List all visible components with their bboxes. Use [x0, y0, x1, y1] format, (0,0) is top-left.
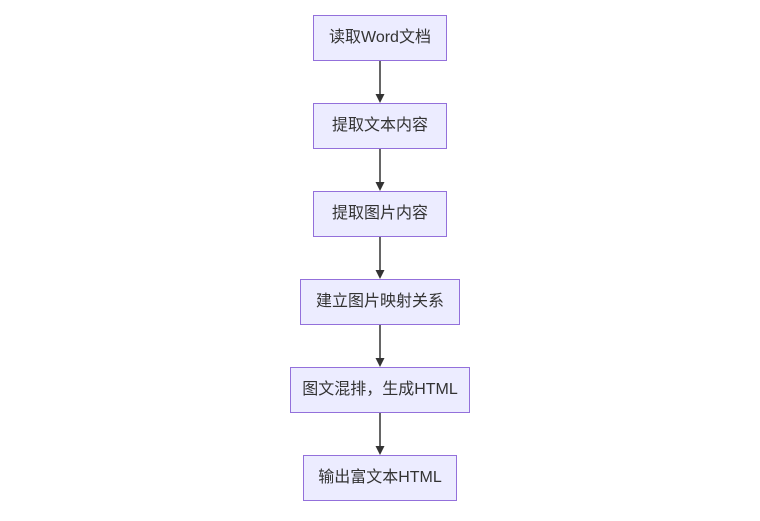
flow-arrow-3: [375, 237, 385, 279]
node-label: 输出富文本HTML: [318, 469, 442, 487]
flow-arrow-2: [375, 149, 385, 191]
flow-arrow-5: [375, 413, 385, 455]
flow-arrow-1: [375, 61, 385, 103]
flowchart-node-build-image-map: 建立图片映射关系: [300, 279, 460, 325]
flowchart-node-compose-html: 图文混排，生成HTML: [290, 367, 470, 413]
node-label: 提取文本内容: [331, 117, 428, 135]
node-label: 建立图片映射关系: [315, 293, 444, 311]
node-label: 图文混排，生成HTML: [302, 381, 458, 399]
flow-arrow-4: [375, 325, 385, 367]
flowchart-node-extract-text: 提取文本内容: [313, 103, 447, 149]
node-label: 提取图片内容: [331, 205, 428, 223]
flowchart-node-extract-images: 提取图片内容: [313, 191, 447, 237]
flowchart-node-read-word-doc: 读取Word文档: [313, 15, 447, 61]
flowchart-node-output-rich-html: 输出富文本HTML: [303, 455, 457, 501]
node-label: 读取Word文档: [329, 29, 431, 47]
